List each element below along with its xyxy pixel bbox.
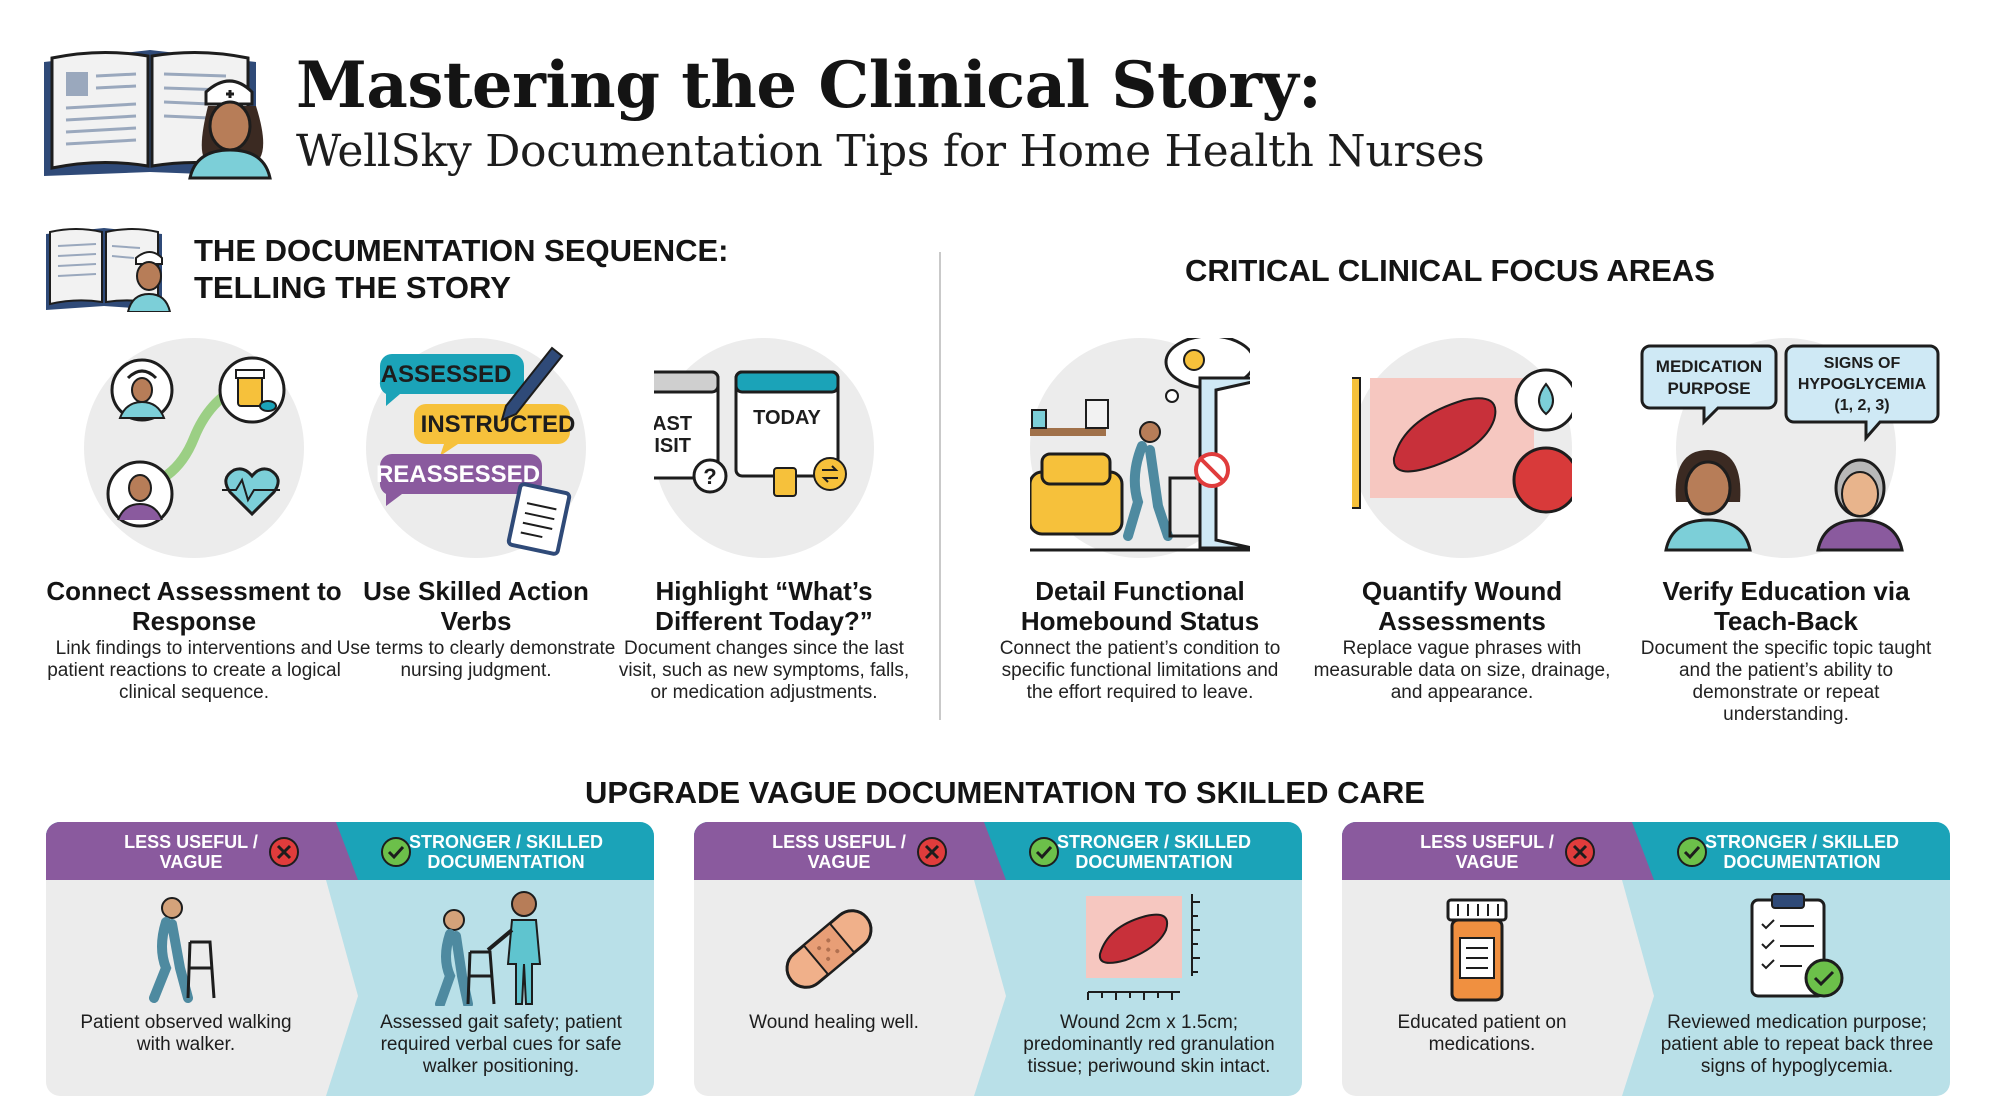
vague-label: LESS USEFUL / VAGUE: [754, 832, 924, 872]
walker-icon: [149, 897, 216, 1003]
teach-back-icon: MEDICATION PURPOSE SIGNS OF HYPOGLYCEMIA…: [1640, 338, 1940, 558]
bubble-hypoglycemia-line2: HYPOGLYCEMIA: [1798, 376, 1927, 393]
sequence-heading: THE DOCUMENTATION SEQUENCE: TELLING THE …: [194, 232, 728, 306]
bubble-hypoglycemia-line1: SIGNS OF: [1824, 355, 1901, 372]
calendar-compare-icon: LAST VISIT ? TODAY: [654, 338, 874, 558]
tip-description: Document changes since the last visit, s…: [618, 638, 910, 703]
focus-heading: CRITICAL CLINICAL FOCUS AREAS: [1185, 253, 1715, 288]
skilled-text: Reviewed medication purpose; patient abl…: [1660, 1012, 1934, 1077]
vague-text: Educated patient on medications.: [1397, 1012, 1567, 1055]
x-mark-icon: [1565, 837, 1595, 867]
tip-title: Quantify Wound Assessments: [1361, 576, 1563, 636]
vague-text: Patient observed walking with walker.: [80, 1012, 292, 1055]
tip-title: Detail Functional Homebound Status: [1020, 576, 1260, 636]
skilled-label: STRONGER / SKILLED DOCUMENTATION: [406, 832, 606, 872]
comparison-card-walking: LESS USEFUL / VAGUE STRONGER / SKILLED D…: [46, 822, 654, 1096]
book-nurse-icon: [44, 50, 272, 180]
vague-text: Wound healing well.: [749, 1012, 919, 1033]
calendar-last-visit-line2: VISIT: [654, 435, 691, 457]
page-title: Mastering the Clinical Story:: [296, 48, 1322, 123]
wound-measure-icon: [1352, 338, 1572, 558]
bubble-medication-line1: MEDICATION: [1656, 357, 1762, 376]
verb-tag-assessed: ASSESSED: [381, 361, 512, 388]
tip-description: Connect the patient’s condition to speci…: [999, 638, 1281, 703]
pill-bottle-icon: [1446, 898, 1508, 1002]
verb-tag-reassessed: REASSESSED: [376, 461, 540, 488]
upgrade-heading: UPGRADE VAGUE DOCUMENTATION TO SKILLED C…: [585, 775, 1425, 810]
comparison-card-medication: LESS USEFUL / VAGUE STRONGER / SKILLED D…: [1342, 822, 1950, 1096]
skilled-label-line2: DOCUMENTATION: [1723, 852, 1881, 872]
tip-title: Connect Assessment to Response: [46, 576, 342, 636]
skilled-header-band: [1342, 822, 1950, 880]
skilled-text: Wound 2cm x 1.5cm; predominantly red gra…: [1023, 1012, 1275, 1077]
skilled-label: STRONGER / SKILLED DOCUMENTATION: [1054, 832, 1254, 872]
checklist-clipboard-icon: [1750, 893, 1844, 998]
comparison-card-wound: LESS USEFUL / VAGUE STRONGER / SKILLED D…: [694, 822, 1302, 1096]
vague-label-line1: LESS USEFUL /: [1420, 832, 1554, 852]
action-verb-tags-icon: ASSESSED INSTRUCTED REASSESSED: [366, 338, 586, 558]
book-nurse-icon: [46, 228, 172, 312]
sequence-heading-line2: TELLING THE STORY: [194, 270, 511, 305]
skilled-text: Assessed gait safety; patient required v…: [380, 1012, 622, 1077]
tip-title: Use Skilled Action Verbs: [363, 576, 589, 636]
skilled-label-line1: STRONGER / SKILLED: [408, 832, 603, 852]
vague-label-line2: VAGUE: [159, 852, 223, 872]
tip-title: Highlight “What’s Different Today?”: [655, 576, 873, 636]
sequence-heading-line1: THE DOCUMENTATION SEQUENCE:: [194, 233, 729, 268]
tip-description: Document the specific topic taught and t…: [1640, 638, 1932, 725]
check-mark-icon: [1677, 837, 1707, 867]
vague-label-line1: LESS USEFUL /: [124, 832, 258, 852]
svg-text:?: ?: [703, 464, 716, 489]
comparison-arrow: [946, 880, 1006, 1096]
vague-label: LESS USEFUL / VAGUE: [106, 832, 276, 872]
bubble-hypoglycemia-line3: (1, 2, 3): [1834, 397, 1889, 414]
x-mark-icon: [269, 837, 299, 867]
section-divider: [939, 252, 941, 720]
skilled-label-line2: DOCUMENTATION: [1075, 852, 1233, 872]
page-subtitle: WellSky Documentation Tips for Home Heal…: [296, 126, 1485, 177]
homebound-patient-icon: [1030, 338, 1250, 558]
check-mark-icon: [381, 837, 411, 867]
tip-description: Link findings to interventions and patie…: [47, 638, 341, 703]
tip-description: Replace vague phrases with measurable da…: [1313, 638, 1611, 703]
skilled-label-line2: DOCUMENTATION: [427, 852, 585, 872]
vague-label: LESS USEFUL / VAGUE: [1402, 832, 1572, 872]
assisted-walking-icon: [435, 891, 542, 1006]
skilled-label: STRONGER / SKILLED DOCUMENTATION: [1702, 832, 1902, 872]
comparison-arrow: [1594, 880, 1654, 1096]
check-mark-icon: [1029, 837, 1059, 867]
tip-title: Verify Education via Teach-Back: [1662, 576, 1910, 636]
skilled-label-line1: STRONGER / SKILLED: [1704, 832, 1899, 852]
bandage-icon: [785, 909, 873, 989]
verb-tag-instructed: INSTRUCTED: [421, 411, 576, 438]
calendar-last-visit-line1: LAST: [654, 413, 692, 435]
skilled-label-line1: STRONGER / SKILLED: [1056, 832, 1251, 852]
measured-wound-icon: [1086, 894, 1200, 1000]
assessment-flow-icon: [84, 338, 304, 558]
skilled-header-band: [694, 822, 1302, 880]
comparison-arrow: [298, 880, 358, 1096]
vague-label-line1: LESS USEFUL /: [772, 832, 906, 852]
bubble-medication-line2: PURPOSE: [1667, 379, 1750, 398]
tip-description: Use terms to clearly demonstrate nursing…: [336, 638, 616, 681]
calendar-today: TODAY: [753, 407, 821, 429]
vague-label-line2: VAGUE: [807, 852, 871, 872]
vague-label-line2: VAGUE: [1455, 852, 1519, 872]
x-mark-icon: [917, 837, 947, 867]
